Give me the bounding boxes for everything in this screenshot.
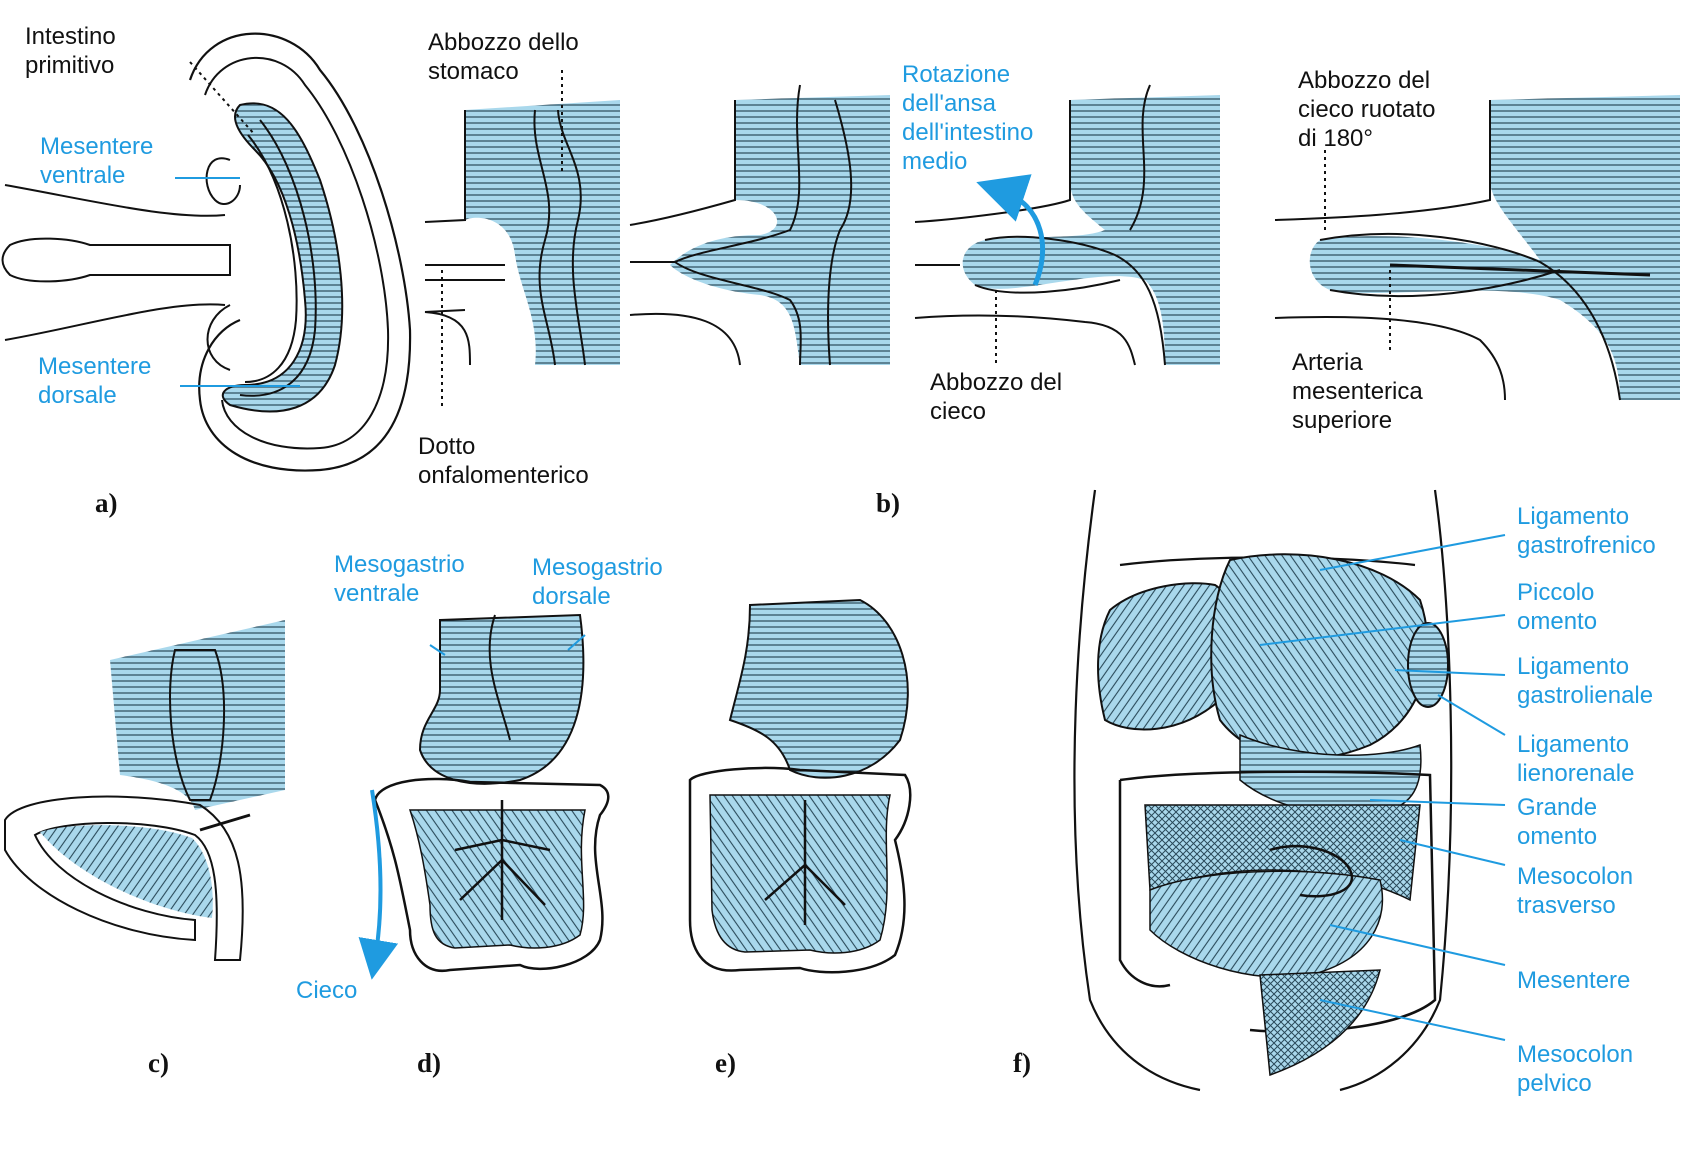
e-vessels: [764, 800, 846, 925]
panel-e: [688, 598, 912, 974]
panel-d: [358, 613, 610, 980]
panel-label-d: d): [417, 1048, 442, 1078]
b4-loop: [1319, 233, 1621, 401]
f-mesentery: [1149, 870, 1384, 978]
leader-piccolo-omento: [1259, 614, 1506, 646]
c-loop-outer: [4, 795, 244, 961]
b3-gut-tissue: [962, 95, 1220, 365]
b3-gut-line: [1129, 84, 1151, 231]
b1-gut-line-1: [533, 109, 556, 366]
leader-grande-omento: [1369, 799, 1506, 806]
label-cieco: Cieco: [296, 977, 358, 1004]
panel-label-c: c): [148, 1048, 169, 1078]
c-mesentery: [40, 825, 213, 918]
label-mesentere: Mesentere: [1517, 967, 1631, 994]
panel-label-b: b): [876, 488, 901, 518]
leader-gastrolienale: [1394, 669, 1506, 676]
b1-gut-line-2: [557, 109, 586, 366]
panel-b-stage-4: [1274, 95, 1680, 401]
d-mesentery: [408, 809, 586, 949]
b2-gut-line-2: [827, 99, 853, 366]
f-pelvic-mesocolon: [1259, 969, 1381, 1077]
gut-tube-line-2: [244, 134, 298, 383]
b3-loop: [974, 235, 1166, 366]
panel-c: [4, 620, 285, 961]
cieco-arrow: [358, 789, 399, 980]
primitive-gut: [221, 102, 344, 413]
e-stomach-tissue: [728, 598, 909, 779]
leader-mesocolon-trasverso: [1399, 839, 1506, 866]
e-mesentery: [709, 794, 891, 954]
b1-outline-left: [424, 110, 471, 366]
yolk-sac-stalk: [1, 184, 231, 341]
d-colon-frame: [373, 777, 610, 973]
b2-gut-tissue: [670, 95, 890, 365]
leader-intestino: [189, 61, 256, 136]
f-small-intestine: [1269, 844, 1354, 898]
rotation-arrow: [976, 174, 1046, 286]
heart-loop: [205, 157, 241, 205]
leader-gastrofrenico: [1319, 534, 1506, 571]
d-stomach-line: [488, 614, 511, 741]
panel-label-f: f): [1013, 1048, 1031, 1078]
panel-b-stage-3: [914, 84, 1220, 366]
f-stomach: [1210, 553, 1429, 760]
e-colon-frame: [688, 766, 912, 974]
embryo-inner-outline: [204, 56, 390, 450]
panel-b-stage-1: [424, 70, 620, 410]
leader-mesogastrio-dorsale: [567, 634, 586, 651]
b4-outline: [1274, 100, 1506, 401]
leader-mesogastrio-ventrale: [429, 644, 446, 656]
gut-tube-line-1: [239, 119, 317, 397]
f-spleen: [1407, 622, 1449, 708]
c-stomach: [169, 649, 226, 801]
panel-label-a: a): [95, 488, 118, 518]
panel-label-e: e): [715, 1048, 736, 1078]
panel-b-stage-2: [629, 84, 890, 366]
panel-f: [1073, 489, 1506, 1092]
b2-gut-line-1: [673, 84, 802, 366]
leader-mesentere: [1329, 924, 1506, 966]
c-artery: [199, 813, 251, 832]
d-stomach-tissue: [418, 613, 585, 785]
b4-gut-tissue: [1309, 95, 1680, 400]
d-vessels: [454, 800, 551, 920]
leader-mesocolon-pelvico: [1319, 999, 1506, 1041]
leader-lienorenale: [1437, 694, 1506, 736]
b1-gut-tissue: [465, 100, 620, 365]
panel-a-embryo: [1, 32, 412, 472]
embryo-outer-outline: [188, 32, 412, 472]
b2-outline: [629, 100, 741, 366]
allantois-loop: [206, 304, 231, 371]
b4-artery: [1389, 263, 1651, 277]
